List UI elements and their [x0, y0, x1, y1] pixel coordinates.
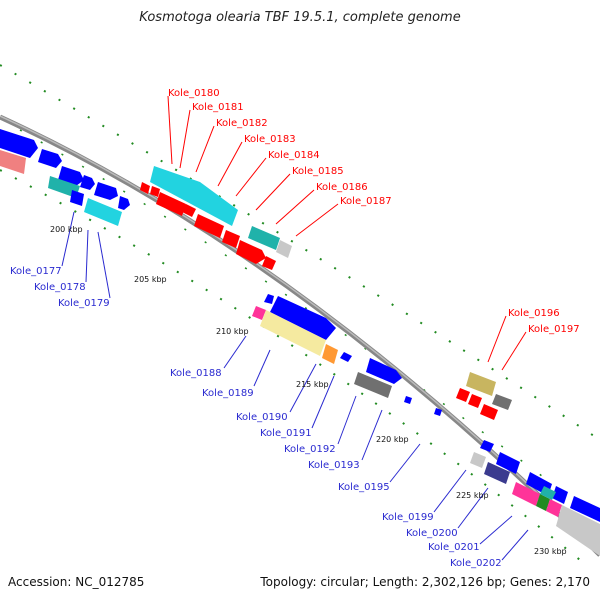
red-label: Kole_0182: [216, 118, 268, 129]
gene-feature: [434, 408, 442, 416]
blue-label: Kole_0190: [236, 412, 288, 423]
gene-feature: [150, 166, 238, 226]
blue-label: Kole_0189: [202, 388, 254, 399]
gene-feature: [322, 344, 338, 364]
gene-feature: [480, 440, 494, 452]
gene-feature: [156, 192, 186, 216]
gene-feature: [354, 372, 392, 398]
kbp-tick-label: 230 kbp: [534, 547, 567, 556]
gene-feature: [546, 499, 562, 517]
gene-feature: [264, 294, 274, 304]
blue-label: Kole_0178: [34, 282, 86, 293]
kbp-tick-label: 205 kbp: [134, 275, 167, 284]
red-label: Kole_0196: [508, 308, 560, 319]
red-label: Kole_0197: [528, 324, 580, 335]
red-label: Kole_0181: [192, 102, 244, 113]
kbp-tick-label: 225 kbp: [456, 491, 489, 500]
blue-label: Kole_0188: [170, 368, 222, 379]
gene-feature: [540, 486, 556, 500]
blue-label: Kole_0199: [382, 512, 434, 523]
red-label: Kole_0183: [244, 134, 296, 145]
gene-feature: [492, 394, 512, 410]
kbp-tick-label: 210 kbp: [216, 327, 249, 336]
gc-dotted-arc-inner: [0, 169, 581, 561]
gene-feature: [512, 482, 540, 506]
blue-label: Kole_0201: [428, 542, 480, 553]
topology-label: Topology: circular; Length: 2,302,126 bp…: [260, 575, 590, 589]
accession-label: Accession: NC_012785: [8, 575, 145, 589]
red-leaders: [167, 95, 527, 371]
blue-leaders: [61, 211, 529, 561]
blue-label: Kole_0177: [10, 266, 62, 277]
blue-label: Kole_0200: [406, 528, 458, 539]
red-label: Kole_0185: [292, 166, 344, 177]
gene-feature: [480, 404, 498, 420]
gene-feature: [340, 352, 352, 362]
gene-feature: [262, 256, 276, 270]
gene-feature: [150, 186, 160, 197]
gene-feature: [236, 240, 266, 264]
blue-label: Kole_0202: [450, 558, 502, 569]
gene-feature: [276, 240, 292, 258]
gene-feature: [0, 150, 26, 174]
gene-feature: [404, 396, 412, 404]
gene-feature: [194, 214, 224, 238]
gene-feature: [182, 204, 196, 217]
kbp-tick-label: 215 kbp: [296, 380, 329, 389]
red-label: Kole_0184: [268, 150, 320, 161]
blue-label: Kole_0193: [308, 460, 360, 471]
gene-feature: [570, 496, 600, 522]
gene-feature: [140, 182, 150, 194]
kbp-tick-label: 220 kbp: [376, 435, 409, 444]
red-label: Kole_0186: [316, 182, 368, 193]
gene-feature: [252, 306, 266, 320]
gene-feature: [468, 394, 482, 408]
red-label: Kole_0187: [340, 196, 392, 207]
gene-feature: [484, 462, 510, 484]
blue-label: Kole_0179: [58, 298, 110, 309]
blue-label: Kole_0195: [338, 482, 390, 493]
gene-feature: [556, 505, 600, 556]
gene-feature: [536, 494, 550, 511]
gene-feature: [248, 226, 280, 250]
gene-feature: [366, 358, 402, 384]
gene-feature: [222, 230, 240, 248]
gene-feature: [38, 149, 62, 168]
blue-label: Kole_0192: [284, 444, 336, 455]
gene-feature: [84, 198, 122, 226]
kbp-tick-label: 200 kbp: [50, 225, 83, 234]
gene-feature: [0, 129, 38, 158]
gene-feature: [94, 182, 118, 200]
map-title: Kosmotoga olearia TBF 19.5.1, complete g…: [139, 10, 461, 25]
gene-feature: [466, 372, 496, 396]
gene-feature: [80, 175, 95, 190]
gene-feature: [70, 190, 84, 206]
blue-label: Kole_0191: [260, 428, 312, 439]
gene-feature: [270, 296, 336, 340]
gene-feature: [260, 310, 326, 356]
gene-feature: [552, 486, 568, 504]
gene-feature: [496, 452, 520, 474]
red-label: Kole_0180: [168, 88, 220, 99]
gene-feature: [456, 388, 470, 402]
gene-feature: [118, 196, 130, 210]
gene-feature: [470, 452, 486, 468]
